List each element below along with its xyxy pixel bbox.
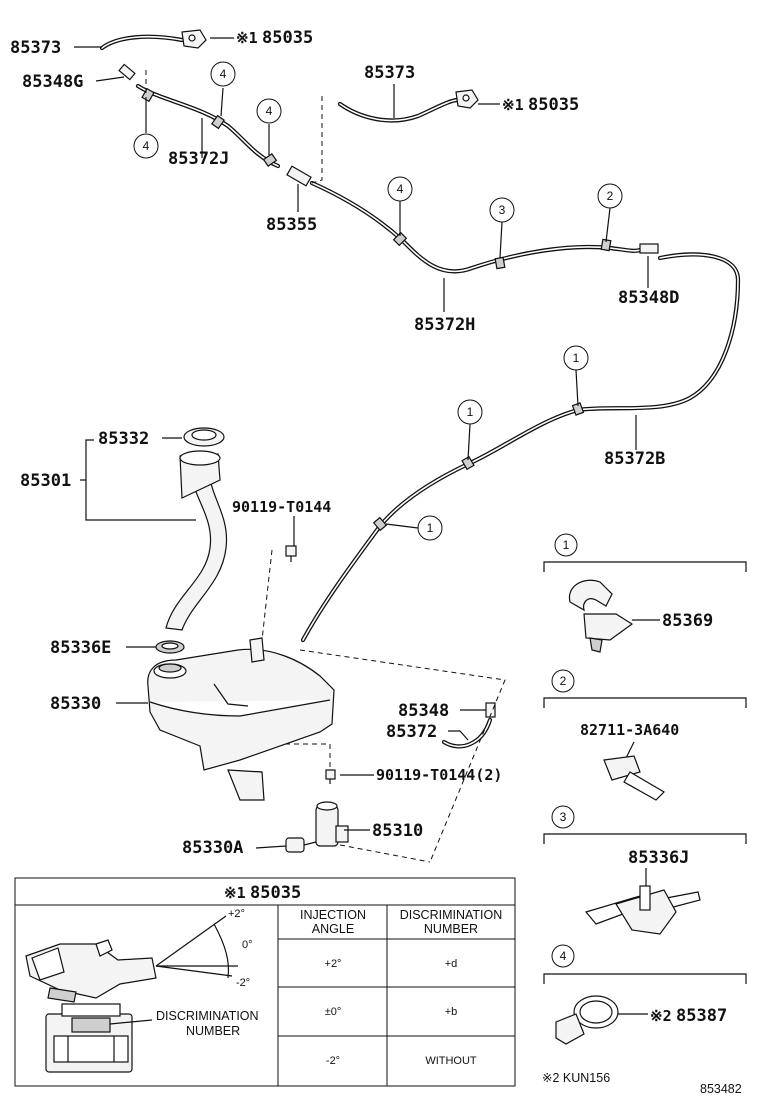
legend-panel: 1 85369 2 82711-3A640 3 [542,533,747,1085]
svg-text:1: 1 [467,405,474,419]
nozzle-top-left-icon [181,29,207,49]
label-tank: 85330 [50,694,101,714]
header-num-line2: NUMBER [424,922,478,936]
row-2-angle: ±0° [325,1006,342,1018]
table-title: 85035 [250,883,301,903]
diagram-id: 853482 [700,1082,742,1096]
hose-clips [141,87,612,532]
connector-icon [45,1003,133,1073]
row-1-number: +d [445,958,458,970]
nozzle-top-mid-icon [455,89,479,109]
table-title-mark: ※1 [224,884,246,902]
callout-circle: 2 [597,183,623,209]
angle-label-plus2: +2° [228,908,245,920]
legend-part-1: 85369 [662,611,713,631]
callout-circle: 1 [457,399,483,425]
legend-item-1: 1 85369 [543,533,747,653]
legend-footnote: ※2 KUN156 [542,1071,610,1085]
label-hose-372: 85372 [386,722,437,742]
legend-part-3: 85336J [628,848,689,868]
callout-circle: 1 [563,345,589,371]
row-1-angle: +2° [325,958,342,970]
label-inlet: 85301 [20,471,71,491]
filter-icon [285,837,317,853]
pump-icon [315,801,349,847]
side-label-line1: DISCRIMINATION [156,1009,259,1023]
callout-circle: 4 [210,61,236,87]
label-clip-top-left: 85035 [262,28,313,48]
filler-inlet-icon [165,450,228,631]
washer-tank-icon [147,637,335,801]
svg-text:4: 4 [220,67,227,81]
svg-text:4: 4 [143,139,150,153]
label-joint-g: 85348G [22,72,83,92]
label-hose-top-left: 85373 [10,38,61,58]
header-angle-line1: INJECTION [300,908,366,922]
callout-circle: 3 [489,197,515,223]
legend-part-2: 82711-3A640 [580,721,679,739]
legend-part-4: 85387 [676,1006,727,1026]
row-2-number: +b [445,1006,458,1018]
clip-85369-icon [568,579,634,653]
cap-icon [183,427,225,447]
callout-circle: 4 [133,133,159,159]
label-joint-355: 85355 [266,215,317,235]
grommet-icon [155,640,185,654]
clip-85336J-icon [584,885,701,935]
label-hose-top-mid: 85373 [364,63,415,83]
mark-clip-top-left: ※1 [236,29,258,47]
label-hose-h: 85372H [414,315,475,335]
header-num-line1: DISCRIMINATION [400,908,503,922]
legend-item-3: 3 85336J [543,805,747,935]
label-hose-j: 85372J [168,149,229,169]
svg-text:4: 4 [560,949,567,963]
legend-item-4: 4 ※2 85387 [543,944,747,1045]
angle-label-0: 0° [242,939,253,951]
label-hose-b: 85372B [604,449,665,469]
svg-text:1: 1 [427,521,434,535]
callout-circle: 4 [387,176,413,202]
svg-text:3: 3 [499,203,506,217]
label-joint-348: 85348 [398,701,449,721]
label-clip-top-mid: 85035 [528,95,579,115]
clip-85387-icon [555,995,619,1045]
hose-lines [99,34,741,749]
label-grommet: 85336E [50,638,111,658]
clip-82711-icon [603,755,665,801]
side-label-line2: NUMBER [186,1024,240,1038]
svg-text:4: 4 [266,104,273,118]
svg-text:1: 1 [573,351,580,365]
callout-circle: 4 [256,98,282,124]
svg-text:2: 2 [560,674,567,688]
label-pump: 85310 [372,821,423,841]
bolt-top-icon [285,545,297,562]
label-cap: 85332 [98,429,149,449]
label-joint-d: 85348D [618,288,679,308]
legend-item-2: 2 82711-3A640 [543,669,747,801]
leader-lines [74,37,649,849]
svg-text:1: 1 [563,538,570,552]
callouts: 4 4 4 4 3 2 1 1 1 [133,61,623,541]
row-3-number: WITHOUT [425,1055,477,1067]
label-bolt-bottom: 90119-T0144(2) [376,766,502,784]
header-angle-line2: ANGLE [312,922,354,936]
detail-table: ※1 85035 +2° 0° -2° DISCRIMINATION NUMBE… [14,877,516,1087]
label-bolt-top: 90119-T0144 [232,498,331,516]
svg-text:3: 3 [560,810,567,824]
svg-text:4: 4 [397,182,404,196]
svg-text:2: 2 [607,189,614,203]
label-filter: 85330A [182,838,243,858]
callout-circle: 1 [417,515,443,541]
row-3-angle: -2° [326,1055,340,1067]
legend-mark-4: ※2 [650,1007,672,1025]
joints [118,63,659,718]
part-labels: 85373 ※1 85035 85348G 85372J 85373 ※1 85… [10,28,679,858]
mark-clip-top-mid: ※1 [502,96,524,114]
bolt-bottom-icon [325,769,336,784]
nozzle-angle-icon [25,939,157,1003]
angle-label-minus2: -2° [236,977,250,989]
